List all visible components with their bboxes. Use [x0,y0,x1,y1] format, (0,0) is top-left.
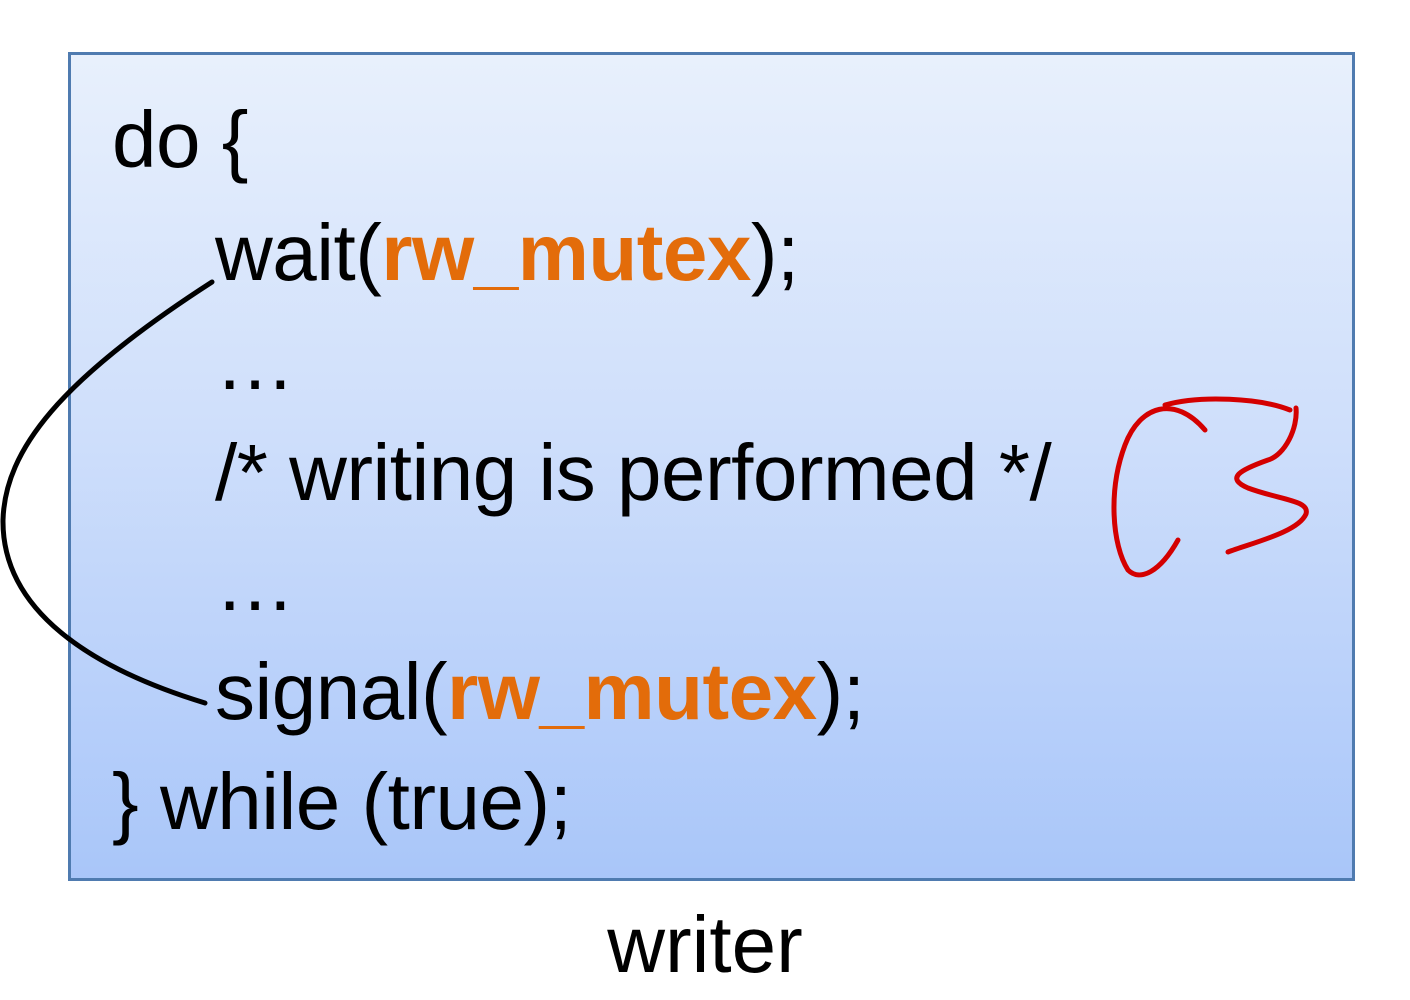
code-line-signal: signal(rw_mutex); [215,652,865,732]
code-line-ellipsis-1: … [215,322,295,402]
code-text: signal( [215,647,448,736]
keyword-rw-mutex: rw_mutex [381,208,751,297]
code-text: do { [112,95,248,184]
code-line-do: do { [112,100,248,180]
code-text: ); [816,647,865,736]
code-line-wait: wait(rw_mutex); [215,213,799,293]
code-text: … [215,538,295,627]
code-line-ellipsis-2: … [215,543,295,623]
caption-writer: writer [607,900,803,989]
code-text: ); [750,208,799,297]
code-text: … [215,317,295,406]
code-line-while: } while (true); [112,762,572,842]
keyword-rw-mutex: rw_mutex [447,647,817,736]
code-text: wait( [215,208,382,297]
code-text: /* writing is performed */ [215,428,1052,517]
code-text: } while (true); [112,757,572,846]
code-line-comment: /* writing is performed */ [215,433,1052,513]
